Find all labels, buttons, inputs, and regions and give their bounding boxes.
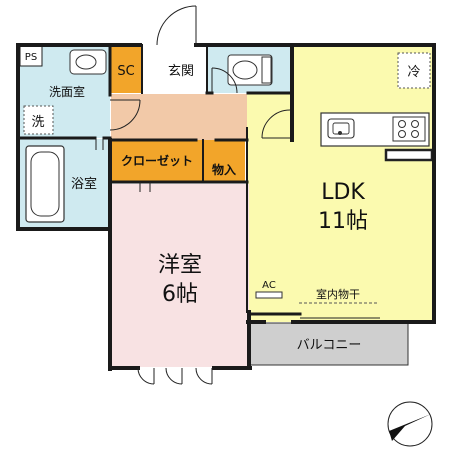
sc-closet <box>111 46 142 93</box>
fridge-label: 冷 <box>407 65 420 80</box>
faucet-icon <box>338 131 342 135</box>
north-arrow-icon <box>387 401 433 447</box>
bath-label: 浴室 <box>71 176 97 192</box>
fridge-space <box>397 52 431 89</box>
ldk-size-label: 11帖 <box>318 209 368 234</box>
kitchen-sink-icon <box>327 118 355 139</box>
window-swing-3 <box>195 367 213 385</box>
storage-room <box>203 140 245 182</box>
washbasin-icon <box>69 49 107 75</box>
bathtub-icon <box>25 145 65 223</box>
ldk-name-label: LDK <box>321 180 365 205</box>
closet-room <box>111 140 203 182</box>
kitchen-lower-wall <box>384 148 434 162</box>
washer-label: 洗 <box>31 115 44 130</box>
drying-label: 室内物干 <box>316 287 360 301</box>
bedroom-size-label: 6帖 <box>162 282 198 307</box>
sc-label: SC <box>117 64 134 79</box>
hallway <box>111 94 247 140</box>
entrance-label: 玄関 <box>168 64 194 79</box>
storage-label: 物入 <box>212 162 236 177</box>
entrance-area <box>142 46 208 93</box>
washroom-label: 洗面室 <box>49 84 85 99</box>
window-swing-1 <box>137 367 155 385</box>
ps-label: PS <box>25 52 37 63</box>
balcony-label: バルコニー <box>297 338 362 353</box>
balcony-area <box>249 322 409 366</box>
walls <box>16 43 436 371</box>
stove-icon <box>392 116 426 142</box>
bedroom-room <box>111 184 249 367</box>
window-swing-2 <box>165 367 183 385</box>
bedroom-name-label: 洋室 <box>158 253 202 278</box>
closet-label: クローゼット <box>121 153 193 168</box>
ac-unit-icon <box>255 291 283 299</box>
ac-label: AC <box>262 280 276 291</box>
toilet-icon <box>227 54 273 86</box>
washer-box <box>23 105 54 135</box>
doors <box>95 5 380 385</box>
